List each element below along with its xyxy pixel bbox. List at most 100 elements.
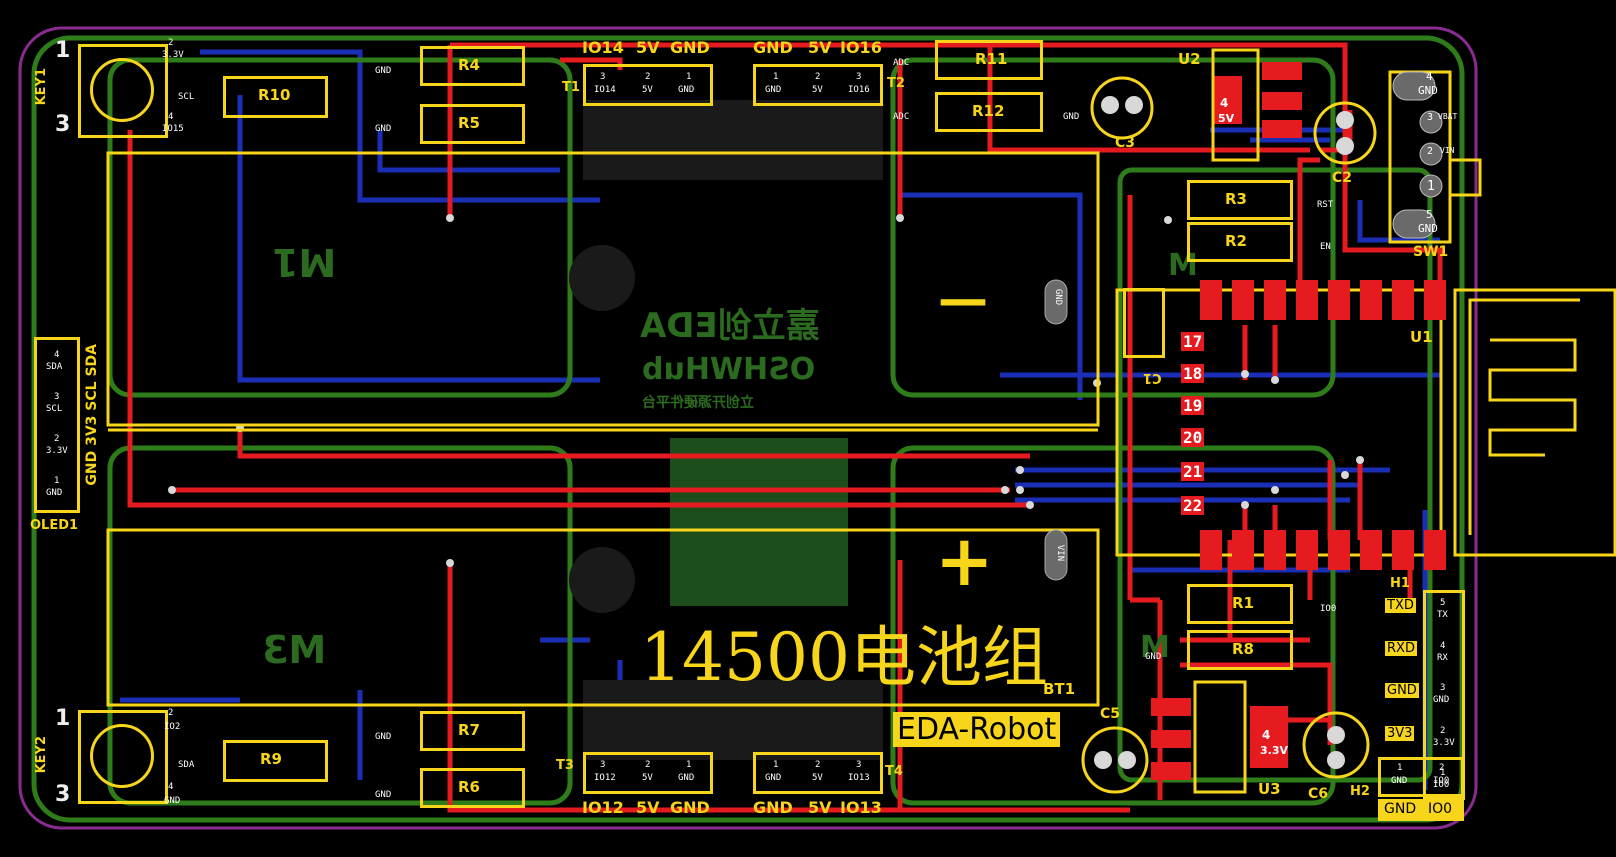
key2-net3: SDA [178, 760, 195, 770]
oled1-outline [34, 337, 80, 513]
pad-gnd-r8: GND [1145, 652, 1162, 662]
key1-pin4: 4 [168, 112, 174, 122]
t1-pin1-net: GND [678, 85, 695, 95]
eda-robot-badge: EDA-Robot [893, 712, 1061, 747]
r12-outline [935, 92, 1043, 132]
key2-pin2: 2 [168, 708, 174, 718]
key1-pin3: 3 [55, 112, 71, 137]
t1-pin2: 2 [645, 72, 651, 82]
pad-adc-r11: ADC [893, 58, 910, 68]
key2-pin1: 1 [55, 706, 71, 731]
oled1-ref: OLED1 [30, 518, 79, 533]
t3-pin2-net: 5V [642, 773, 653, 783]
h1-pin1-net: IO0 [1433, 780, 1450, 790]
t1-pin1: 1 [686, 72, 692, 82]
antenna [1468, 298, 1580, 535]
u1-pin-19: 19 [1181, 396, 1205, 415]
t4-pin2-net: 5V [812, 773, 823, 783]
key1-pin1: 1 [55, 38, 71, 63]
h2-outline [1378, 757, 1464, 797]
pad-gnd-r7: GND [375, 732, 392, 742]
h1-pin4: 4 [1440, 641, 1446, 651]
sw1-pin5-num: 5 [1426, 208, 1433, 221]
cap-pads [1094, 96, 1354, 769]
t4-pin3: 3 [856, 760, 862, 770]
t1-header-1: 5V [636, 38, 660, 57]
h1-pin2-net: 3.3V [1433, 738, 1455, 748]
key2-button[interactable] [90, 724, 154, 788]
t3-pin3-net: IO12 [594, 773, 616, 783]
sw1-label: SW1 [1413, 244, 1449, 260]
key1-button[interactable] [90, 58, 154, 122]
t4-pin1: 1 [773, 760, 779, 770]
c6-label: C6 [1308, 786, 1329, 802]
c3-label: C3 [1115, 135, 1136, 151]
sw1-pin2-num: 2 [1427, 146, 1434, 157]
u1-pads-bottom [1200, 530, 1446, 570]
r9-outline [223, 740, 328, 782]
t2-header-2: IO16 [840, 38, 882, 57]
watermark-sub: 立创开源硬件平台 [642, 395, 754, 411]
sw1-pin4-net: GND [1418, 84, 1438, 97]
watermark-oshwhub: OSHWHub [642, 352, 816, 387]
r10-label: R10 [258, 86, 291, 104]
pad-gnd-r6: GND [375, 790, 392, 800]
u1-label: U1 [1410, 328, 1433, 346]
u2-body [1211, 48, 1260, 162]
sw1-pin2-net: VIN [1440, 146, 1455, 155]
c1-label: C1 [1143, 370, 1162, 385]
t1-pin3: 3 [600, 72, 606, 82]
h1-label-gnd: GND [1385, 683, 1419, 698]
h1-outline [1423, 590, 1465, 800]
pad-io0: IO0 [1320, 604, 1337, 614]
h2-pin2-net: IO0 [1433, 776, 1450, 786]
sw1-pin5-net: GND [1418, 222, 1438, 235]
t2-pin2-net: 5V [812, 85, 823, 95]
t4-header-1: 5V [808, 798, 832, 817]
r8-outline [1187, 630, 1293, 670]
r2-label: R2 [1225, 232, 1247, 250]
c2-label: C2 [1332, 170, 1353, 186]
regulator-pads [1151, 62, 1302, 780]
watermark-eda: 嘉立创EDA [640, 306, 820, 346]
t4-pin2: 2 [815, 760, 821, 770]
oled1-side-label: GND 3V3 SCL SDA [84, 344, 100, 486]
h1-pin5: 5 [1440, 598, 1446, 608]
h2-pin1: 1 [1397, 763, 1403, 773]
t2-ref: T2 [887, 76, 905, 91]
battery-plus: + [935, 520, 994, 602]
motor-m2-label: M [1168, 248, 1198, 283]
r12-label: R12 [972, 102, 1005, 120]
pad-gnd-r10-top: GND [375, 66, 392, 76]
t4-outline [753, 752, 883, 794]
t2-pin2: 2 [815, 72, 821, 82]
u2-pin: 4 [1220, 96, 1229, 110]
r10-outline [223, 76, 328, 118]
t1-pin3-net: IO14 [594, 85, 616, 95]
u1-pin-18: 18 [1181, 364, 1205, 383]
key2-net4: GND [164, 796, 181, 806]
t1-ref: T1 [562, 80, 580, 95]
u1-pin-17: 17 [1181, 332, 1205, 351]
motor-blocks [569, 100, 883, 760]
motor-m1-label: M1 [272, 240, 337, 284]
u2-label: U2 [1178, 50, 1201, 68]
key1-net4: IO15 [162, 124, 184, 134]
t2-header-1: 5V [808, 38, 832, 57]
r1-outline [1187, 584, 1293, 624]
sw1-pin1-num: 1 [1427, 179, 1435, 194]
key1-label: KEY1 [34, 68, 49, 106]
r6-outline [420, 768, 525, 808]
t3-pin1-net: GND [678, 773, 695, 783]
t2-pin3-net: IO16 [848, 85, 870, 95]
pad-gnd-r5: GND [375, 124, 392, 134]
h1-pin3-net: GND [1433, 695, 1450, 705]
r7-label: R7 [458, 721, 480, 739]
oled-pin4-net: SDA [46, 362, 63, 372]
oled-pin3-net: SCL [46, 404, 63, 414]
key1-net3: SCL [178, 92, 195, 102]
t1-outline [583, 64, 713, 106]
bt1-ref: BT1 [1043, 680, 1076, 698]
